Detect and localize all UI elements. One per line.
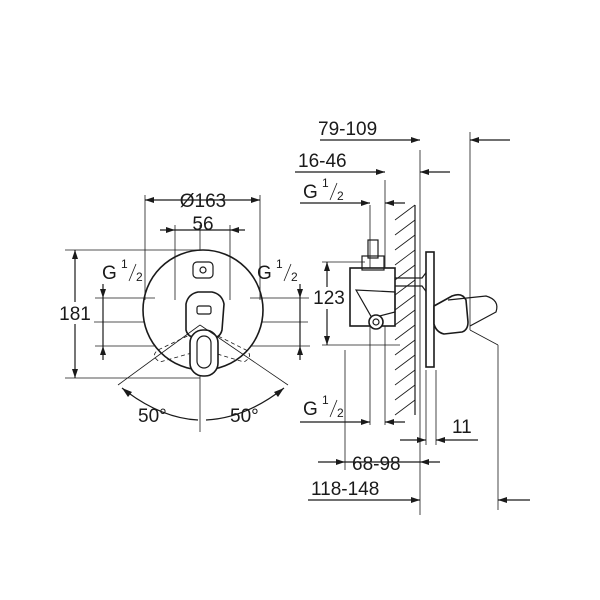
arrowhead xyxy=(274,388,284,397)
lever-arm-profile xyxy=(447,295,498,327)
thread-top-den: 2 xyxy=(337,189,344,203)
thread-bottom-den: 2 xyxy=(337,406,344,420)
arrowhead xyxy=(385,200,394,206)
center-height-label: 123 xyxy=(313,288,345,309)
arrowhead xyxy=(411,497,420,503)
arrowhead xyxy=(122,388,132,397)
arrowhead xyxy=(470,137,479,143)
valve-stem xyxy=(367,239,379,259)
thread-left-den: 2 xyxy=(136,270,143,284)
fraction-slash xyxy=(329,182,338,201)
label-bg xyxy=(52,302,94,324)
outlet-port xyxy=(368,314,384,330)
arrowhead xyxy=(145,197,154,203)
arrowhead xyxy=(411,137,420,143)
side-view: 79-109 16-46 G 1 2 123 G 1 2 xyxy=(295,119,530,515)
lever-profile xyxy=(433,293,469,335)
arrowhead xyxy=(100,289,106,298)
fraction-slash xyxy=(329,399,338,418)
reference-line xyxy=(469,329,499,346)
arrowhead xyxy=(420,169,429,175)
valve-cap xyxy=(361,255,385,271)
install-depth-label: 68-98 xyxy=(352,454,401,475)
arrowhead xyxy=(336,459,345,465)
arrowhead xyxy=(498,497,507,503)
thread-right-den: 2 xyxy=(291,270,298,284)
width-label: 56 xyxy=(192,214,213,235)
angle-ray-left xyxy=(117,324,201,386)
arrowhead xyxy=(72,250,78,259)
thread-top-g: G xyxy=(303,182,318,203)
cover-plate xyxy=(425,251,435,368)
lever-logo xyxy=(196,305,212,315)
thread-right-g: G xyxy=(257,263,272,284)
total-projection-label: 118-148 xyxy=(311,479,379,500)
arrowhead xyxy=(297,346,303,355)
arrowhead xyxy=(385,419,394,425)
arrowhead xyxy=(230,227,239,233)
outlet-port-inner xyxy=(372,318,380,326)
lever-handle-recess xyxy=(196,335,212,369)
angle-right-label: 50° xyxy=(230,406,259,427)
thread-left-g: G xyxy=(102,263,117,284)
arrowhead xyxy=(361,419,370,425)
fraction-slash xyxy=(128,263,137,282)
arrowhead xyxy=(100,346,106,355)
arrowhead xyxy=(251,197,260,203)
diverter-knob xyxy=(192,261,214,279)
thread-top-num: 1 xyxy=(322,176,329,190)
arrowhead xyxy=(324,262,330,271)
offset-label: 11 xyxy=(452,417,472,438)
thread-left-num: 1 xyxy=(121,257,128,271)
arrowhead xyxy=(376,169,385,175)
label-bg xyxy=(309,287,349,309)
arrowhead xyxy=(361,200,370,206)
arrowhead xyxy=(166,227,175,233)
arrowhead xyxy=(324,336,330,345)
valve-channel xyxy=(354,289,396,319)
angle-ray-right xyxy=(199,324,289,386)
height-label: 181 xyxy=(59,304,91,325)
thread-bottom-g: G xyxy=(303,399,318,420)
arrowhead xyxy=(297,289,303,298)
arrowhead xyxy=(420,459,429,465)
fraction-slash xyxy=(283,263,292,282)
front-view: Ø163 56 181 G 1 2 G 1 2 xyxy=(52,191,310,432)
wall-section xyxy=(394,204,416,416)
arrowhead xyxy=(417,437,426,443)
depth-total-label: 79-109 xyxy=(318,119,377,140)
handle-swing-right xyxy=(203,329,250,363)
arrowhead xyxy=(436,437,445,443)
lever-handle-grip xyxy=(189,329,219,377)
diameter-label: Ø163 xyxy=(180,191,226,212)
depth-inner-label: 16-46 xyxy=(298,151,347,172)
arrowhead xyxy=(72,369,78,378)
diverter-knob-center xyxy=(199,266,207,274)
angle-left-label: 50° xyxy=(138,406,167,427)
thread-bottom-num: 1 xyxy=(322,393,329,407)
thread-right-num: 1 xyxy=(276,257,283,271)
